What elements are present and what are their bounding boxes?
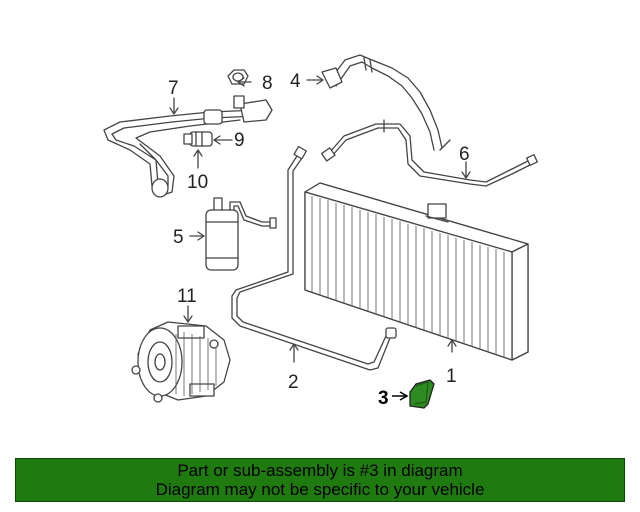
callout-7: 7 [168,78,179,99]
part-3-highlighted [409,379,435,409]
callout-4: 4 [290,71,301,92]
suction-hose [103,95,273,198]
receiver-drier [205,197,277,271]
callout-9: 9 [234,130,245,151]
condenser-line [231,145,397,371]
callout-2: 2 [288,372,299,393]
callout-5: 5 [173,227,184,248]
callout-6: 6 [459,144,470,165]
nut [227,69,249,85]
part-3-shape [409,379,435,409]
liquid-line [320,119,538,187]
callout-8: 8 [262,73,273,94]
compressor [131,321,231,403]
callout-numbers: 1 2 3 4 5 6 7 8 9 10 11 [168,71,470,409]
discharge-hose [321,54,451,151]
info-banner: Part or sub-assembly is #3 in diagram Di… [15,458,625,502]
callout-11: 11 [177,286,197,307]
banner-line-1: Part or sub-assembly is #3 in diagram [177,461,463,480]
condenser [304,182,529,361]
callout-3: 3 [378,388,389,409]
banner-line-2: Diagram may not be specific to your vehi… [155,480,485,499]
callout-10: 10 [187,172,208,193]
fitting-9 [183,131,213,147]
leader-lines [169,75,471,401]
callout-1: 1 [446,366,457,387]
